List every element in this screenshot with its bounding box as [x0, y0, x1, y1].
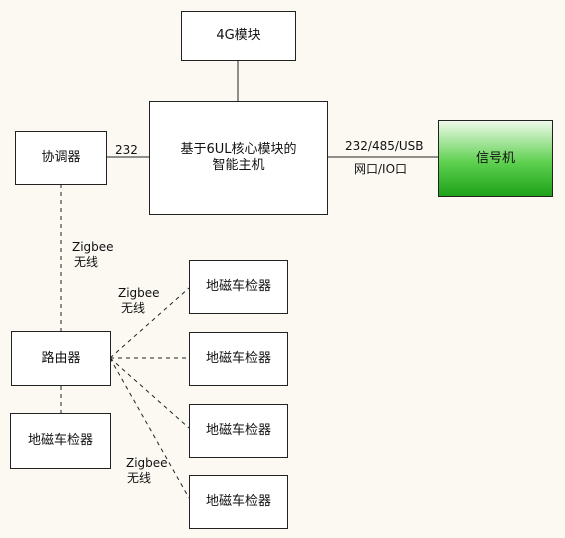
node-smart-host: 基于6UL核心模块的 智能主机	[149, 101, 328, 215]
node-coordinator-label: 协调器	[41, 150, 81, 165]
node-sensor-1: 地磁车检器	[189, 260, 288, 314]
node-sensor-4: 地磁车检器	[189, 475, 288, 529]
node-router-label: 路由器	[41, 350, 81, 366]
node-smart-host-label-line2: 智能主机	[212, 158, 265, 173]
label-link-net-io: 网口/IO口	[354, 162, 408, 176]
node-sensor-4-label: 地磁车检器	[205, 494, 271, 509]
node-coordinator: 协调器	[15, 131, 107, 185]
node-sensor-local-label: 地磁车检器	[27, 433, 93, 448]
label-zigbee-c-line1: Zigbee	[126, 456, 168, 470]
node-sensor-2-label: 地磁车检器	[205, 351, 271, 366]
link-router-sensor-3	[109, 357, 190, 429]
label-link-232-485-usb: 232/485/USB	[345, 139, 424, 153]
node-4g-module-label: 4G模块	[216, 28, 261, 43]
node-smart-host-label-line1: 基于6UL核心模块的	[180, 142, 297, 157]
node-sensor-3: 地磁车检器	[189, 404, 288, 458]
label-zigbee-c-line2: 无线	[127, 471, 152, 485]
node-sensor-2: 地磁车检器	[189, 332, 288, 386]
link-router-sensor-4	[109, 357, 190, 499]
label-zigbee-b-line1: Zigbee	[118, 286, 160, 300]
label-link-232: 232	[115, 143, 138, 157]
link-router-sensor-1	[109, 287, 190, 359]
node-signal-controller: 信号机	[438, 120, 553, 197]
node-router: 路由器	[11, 331, 111, 386]
label-zigbee-a-line1: Zigbee	[72, 240, 114, 254]
node-4g-module: 4G模块	[181, 11, 296, 61]
node-sensor-3-label: 地磁车检器	[205, 423, 271, 438]
node-sensor-1-label: 地磁车检器	[205, 279, 271, 294]
node-signal-controller-label: 信号机	[475, 150, 515, 166]
label-zigbee-a-line2: 无线	[74, 255, 99, 269]
node-sensor-local: 地磁车检器	[10, 413, 111, 469]
label-zigbee-b-line2: 无线	[121, 301, 146, 315]
